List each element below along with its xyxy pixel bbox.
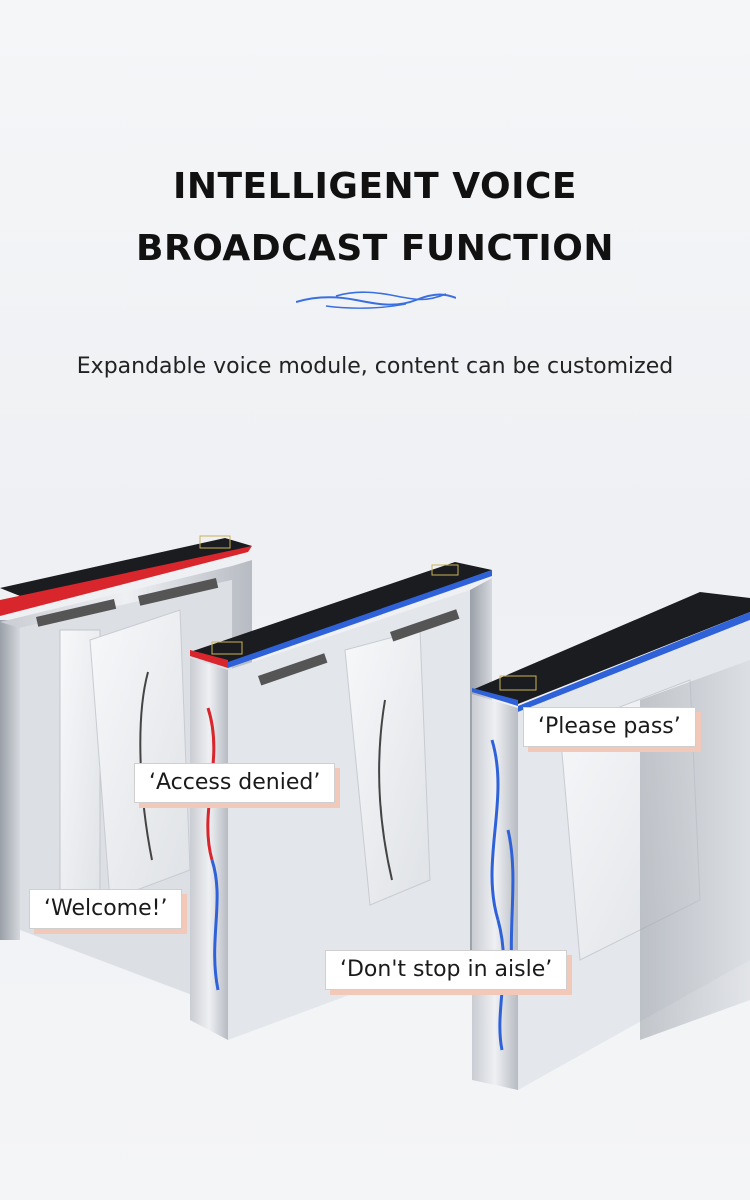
page-title-line-2: BROADCAST FUNCTION — [136, 228, 614, 269]
voice-prompt-access-denied: ‘Access denied’ — [134, 763, 336, 803]
page-subtitle: Expandable voice module, content can be … — [76, 354, 674, 379]
gate-left — [0, 535, 252, 1010]
gate-right — [472, 592, 750, 1090]
voice-prompt-dont-stop: ‘Don't stop in aisle’ — [325, 950, 568, 990]
voice-prompt-welcome: ‘Welcome!’ — [29, 889, 183, 929]
page-title-line-1: INTELLIGENT VOICE — [172, 166, 578, 207]
gate-middle — [190, 562, 492, 1040]
voice-prompt-please-pass: ‘Please pass’ — [523, 707, 696, 747]
decorative-wave-icon — [296, 291, 456, 309]
